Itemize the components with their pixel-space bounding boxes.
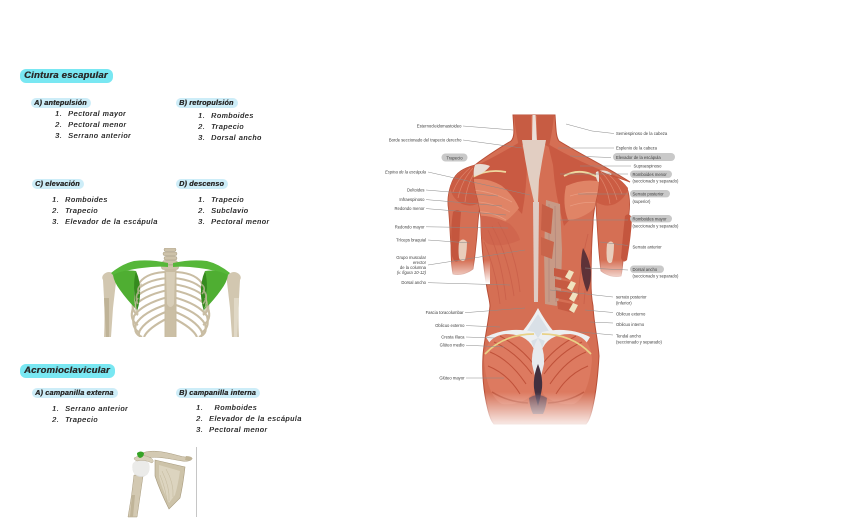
svg-text:Semiespinoso de la cabeza: Semiespinoso de la cabeza	[616, 131, 668, 136]
svg-text:Grupo muscular: Grupo muscular	[396, 255, 426, 260]
svg-text:Tendal ancho: Tendal ancho	[616, 334, 642, 339]
svg-text:Redondo menor: Redondo menor	[394, 206, 425, 211]
svg-text:(seccionado y separado): (seccionado y separado)	[616, 340, 662, 345]
svg-text:(seccionado y separado): (seccionado y separado)	[633, 274, 679, 279]
svg-text:Romboides menor: Romboides menor	[633, 172, 668, 177]
svg-text:Cresta ilíaca: Cresta ilíaca	[441, 335, 465, 340]
svg-text:Tríceps braquial: Tríceps braquial	[396, 238, 426, 243]
svg-text:Serrato anterior: Serrato anterior	[633, 245, 663, 250]
svg-text:(superior): (superior)	[633, 199, 652, 204]
svg-text:(seccionado y separado): (seccionado y separado)	[633, 179, 679, 184]
svg-text:de la columna: de la columna	[400, 265, 427, 270]
svg-text:Esternocleidomastoideo: Esternocleidomastoideo	[417, 124, 462, 129]
svg-text:Serrato posterior: Serrato posterior	[633, 192, 665, 197]
svg-text:erector: erector	[413, 260, 427, 265]
svg-text:Fascia toracolumbar: Fascia toracolumbar	[426, 310, 465, 315]
svg-text:(seccionado y separado): (seccionado y separado)	[633, 224, 679, 229]
svg-text:(v. figura 10-12): (v. figura 10-12)	[397, 270, 427, 275]
svg-text:Esplenio de la cabeza: Esplenio de la cabeza	[616, 146, 658, 151]
svg-text:Dorsal ancho: Dorsal ancho	[633, 267, 658, 272]
svg-text:Oblicuo interno: Oblicuo interno	[616, 322, 645, 327]
svg-text:Glúteo mayor: Glúteo mayor	[439, 376, 465, 381]
svg-text:Dorsal ancho: Dorsal ancho	[401, 280, 426, 285]
svg-text:Espina de la escápula: Espina de la escápula	[385, 170, 427, 175]
svg-text:Glúteo medio: Glúteo medio	[440, 343, 466, 348]
svg-text:(inferior): (inferior)	[616, 301, 632, 306]
svg-text:Oblicuo externo: Oblicuo externo	[435, 323, 465, 328]
svg-text:serrato posterior: serrato posterior	[616, 295, 647, 300]
svg-text:Supraespinoso: Supraespinoso	[634, 164, 663, 169]
svg-text:Oblicuo externo: Oblicuo externo	[616, 311, 646, 316]
svg-text:Romboides mayor: Romboides mayor	[633, 217, 668, 222]
svg-text:Elevador de la escápula: Elevador de la escápula	[616, 155, 661, 160]
svg-text:Redondo mayor: Redondo mayor	[395, 224, 425, 229]
svg-text:Infraespinoso: Infraespinoso	[399, 197, 425, 202]
svg-text:Deltoides: Deltoides	[407, 188, 424, 193]
svg-text:Borde seccionado del trapecio: Borde seccionado del trapecio derecho	[389, 138, 462, 143]
svg-text:Trapecio: Trapecio	[446, 155, 463, 160]
